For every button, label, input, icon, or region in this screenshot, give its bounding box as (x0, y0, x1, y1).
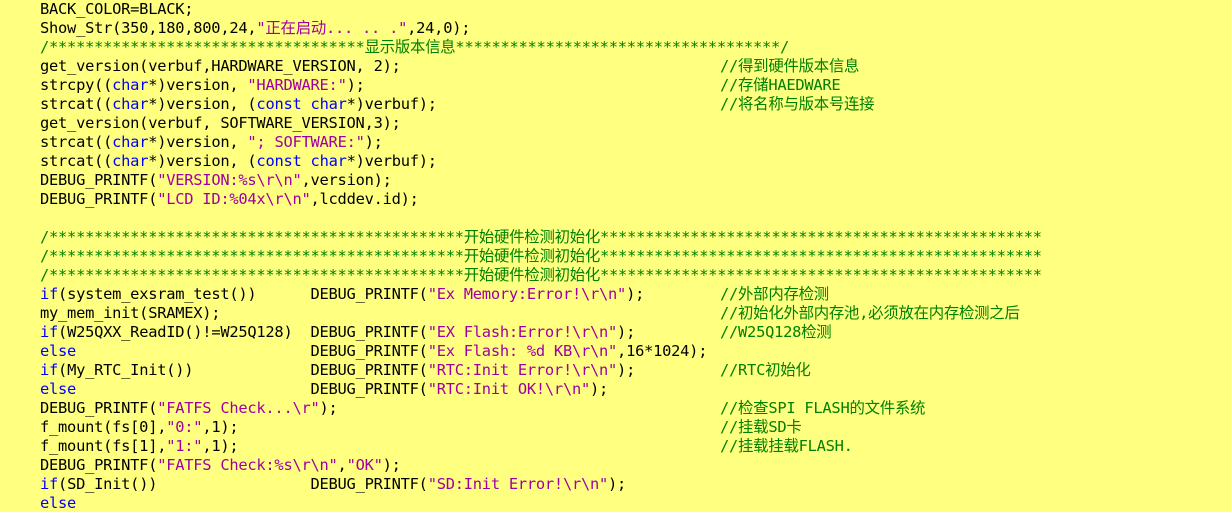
code-line[interactable]: f_mount(fs[0],"0:",1);//挂载SD卡 (40, 418, 802, 436)
code-comment: //存储HAEDWARE (720, 76, 841, 94)
code-line[interactable]: DEBUG_PRINTF("VERSION:%s\r\n",version); (40, 171, 392, 189)
code-line[interactable]: DEBUG_PRINTF("LCD ID:%04x\r\n",lcddev.id… (40, 190, 419, 208)
code-line[interactable]: if(system_exsram_test()) DEBUG_PRINTF("E… (40, 285, 829, 303)
code-line[interactable]: if(My_RTC_Init()) DEBUG_PRINTF("RTC:Init… (40, 361, 811, 379)
code-line[interactable]: my_mem_init(SRAMEX);//初始化外部内存池,必须放在内存检测之… (40, 304, 1020, 322)
code-comment: //外部内存检测 (720, 285, 829, 303)
code-comment: //检查SPI FLASH的文件系统 (720, 399, 926, 417)
code-line[interactable]: /***************************************… (40, 266, 1042, 284)
code-line[interactable]: else DEBUG_PRINTF("Ex Flash: %d KB\r\n",… (40, 342, 708, 360)
code-line[interactable]: get_version(verbuf,HARDWARE_VERSION, 2);… (40, 57, 860, 75)
code-line[interactable]: DEBUG_PRINTF("FATFS Check...\r");//检查SPI… (40, 399, 926, 417)
code-line[interactable]: DEBUG_PRINTF("FATFS Check:%s\r\n","OK"); (40, 456, 401, 474)
code-line[interactable]: else (40, 494, 77, 512)
code-line[interactable]: strcat((char*)version, (const char*)verb… (40, 152, 437, 170)
code-line[interactable]: /***************************************… (40, 228, 1042, 246)
code-line[interactable]: /***************************************… (40, 247, 1042, 265)
code-comment: //得到硬件版本信息 (720, 57, 860, 75)
code-line[interactable]: BACK_COLOR=BLACK; (40, 0, 194, 18)
code-comment: //挂载SD卡 (720, 418, 802, 436)
code-line[interactable]: /***********************************显示版本… (40, 38, 790, 56)
code-comment: //W25Q128检测 (720, 323, 832, 341)
code-line[interactable]: if(W25QXX_ReadID()!=W25Q128) DEBUG_PRINT… (40, 323, 832, 341)
code-comment: //RTC初始化 (720, 361, 811, 379)
code-line[interactable]: strcat((char*)version, "; SOFTWARE:"); (40, 133, 383, 151)
code-line[interactable]: f_mount(fs[1],"1:",1);//挂载挂载FLASH. (40, 437, 853, 455)
code-line[interactable]: strcpy((char*)version, "HARDWARE:");//存储… (40, 76, 841, 94)
code-line[interactable]: if(SD_Init()) DEBUG_PRINTF("SD:Init Erro… (40, 475, 627, 493)
code-comment: //初始化外部内存池,必须放在内存检测之后 (720, 304, 1020, 322)
code-line[interactable]: Show_Str(350,180,800,24,"正在启动... .. .",2… (40, 19, 471, 37)
code-line[interactable]: else DEBUG_PRINTF("RTC:Init OK!\r\n"); (40, 380, 609, 398)
code-line[interactable]: strcat((char*)version, (const char*)verb… (40, 95, 875, 113)
code-line[interactable]: get_version(verbuf, SOFTWARE_VERSION,3); (40, 114, 401, 132)
code-comment: //将名称与版本号连接 (720, 95, 875, 113)
code-comment: //挂载挂载FLASH. (720, 437, 853, 455)
